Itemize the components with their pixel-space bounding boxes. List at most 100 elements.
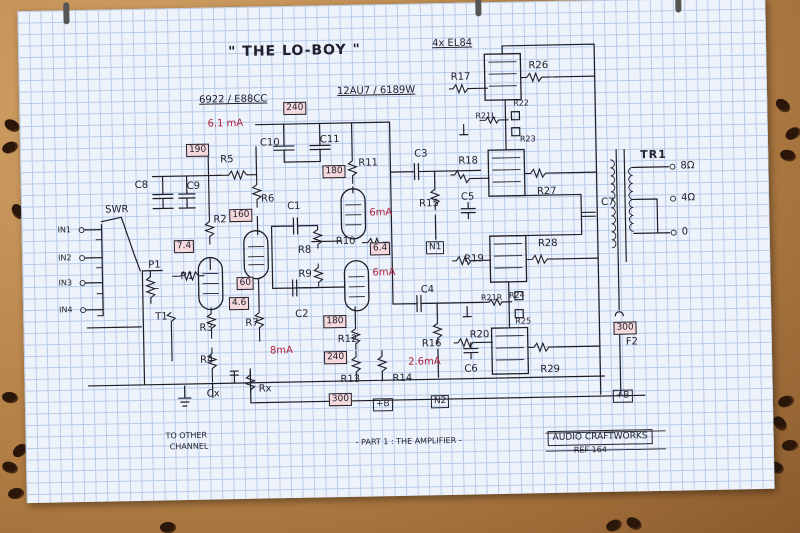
brand-box: AUDIO CRAFTWORKS	[547, 429, 653, 447]
component-label: R18	[458, 155, 479, 167]
tube-label-output: 4x EL84	[431, 37, 473, 50]
input-jacks	[78, 216, 141, 317]
component-label: R7	[245, 317, 259, 329]
voltage-annotation: 180	[323, 314, 347, 329]
component-label: R21R	[480, 292, 503, 303]
current-annotation: 6mA	[369, 207, 393, 219]
component-label: C3	[414, 148, 428, 160]
current-annotation: 6.1 mA	[207, 117, 244, 130]
component-label: C5	[460, 191, 475, 203]
current-annotation: 8mA	[269, 344, 293, 357]
component-label: C11	[319, 134, 340, 146]
component-label: Rx	[258, 383, 272, 395]
voltage-annotation: 60	[236, 276, 255, 291]
component-label: R8	[297, 244, 312, 256]
input-jack-label: IN3	[58, 278, 73, 288]
other-channel-note: TO OTHER	[165, 430, 208, 441]
component-label: C9	[186, 180, 201, 193]
component-label: R25	[515, 316, 532, 326]
voltage-annotation: 240	[323, 350, 348, 365]
current-annotation: 2.6mA	[408, 356, 441, 368]
component-label: R9	[298, 268, 312, 280]
component-label: R5	[220, 154, 234, 166]
component-label: R15	[419, 198, 439, 210]
component-label: R24	[508, 290, 525, 300]
voltage-annotation: 300	[613, 321, 637, 335]
voltage-annotation: 160	[229, 208, 253, 223]
coffee-bean	[781, 439, 799, 452]
component-label: R2	[213, 214, 227, 226]
voltage-annotation: 300	[328, 392, 353, 407]
node-label: N1	[425, 241, 445, 255]
input-jack-label: IN4	[59, 305, 73, 315]
component-label: R22	[513, 98, 530, 108]
component-label: C6	[464, 363, 478, 375]
voltage-annotation: 7.4	[173, 239, 195, 254]
reference-number: REF 164	[573, 444, 607, 455]
graph-paper-sheet: " THE LO-BOY " 6922 / E88CC 12AU7 / 6189…	[17, 0, 775, 504]
component-label: R26	[528, 60, 549, 72]
node-label: +B	[372, 398, 393, 412]
coffee-bean	[604, 517, 624, 533]
voltage-annotation: 4.6	[228, 296, 250, 311]
component-label: R21L	[475, 111, 496, 121]
coffee-bean	[1, 390, 19, 405]
output-tap-label: 4Ω	[680, 192, 696, 204]
component-label: R27	[536, 185, 557, 198]
schematic-title: " THE LO-BOY "	[228, 41, 361, 61]
component-label: C1	[287, 200, 301, 213]
coffee-bean	[0, 139, 20, 156]
node-label: N2	[430, 395, 450, 409]
coffee-bean	[624, 514, 644, 533]
component-label: R29	[540, 363, 561, 376]
current-annotation: 6.4	[369, 242, 391, 256]
coffee-bean	[776, 394, 796, 409]
component-label: T1	[155, 311, 168, 323]
component-label: C4	[420, 284, 435, 296]
voltage-annotation: 240	[283, 101, 307, 116]
component-label: Cx	[206, 388, 220, 400]
component-label: R28	[537, 237, 558, 250]
transformer-label: TR1	[640, 147, 667, 162]
component-label: R4	[199, 354, 214, 366]
other-channel-note: CHANNEL	[169, 441, 209, 452]
component-label: C2	[295, 308, 309, 320]
component-label: C8	[134, 179, 149, 192]
component-label: R23	[519, 134, 536, 144]
coffee-bean	[160, 522, 176, 533]
component-label: R20	[469, 329, 490, 341]
component-label: R19	[464, 253, 484, 265]
input-jack-label: IN2	[58, 253, 72, 263]
node-label: +B	[612, 389, 633, 403]
coffee-bean	[783, 124, 800, 143]
component-label: R13	[340, 373, 361, 386]
voltage-annotation: 180	[322, 164, 346, 179]
output-tap-label: 8Ω	[680, 160, 695, 172]
component-label: C7	[601, 196, 615, 209]
tube-label-input: 6922 / E88CC	[198, 93, 268, 106]
component-label: P1	[148, 259, 161, 271]
coffee-bean	[773, 96, 793, 115]
component-label: R1	[180, 270, 194, 283]
component-label: R10	[335, 235, 356, 248]
coffee-bean	[778, 148, 798, 163]
component-label: R12	[337, 333, 358, 346]
component-label: R16	[421, 338, 442, 350]
component-label: R6	[260, 193, 275, 205]
voltage-annotation: 190	[185, 143, 210, 158]
component-label: R17	[450, 71, 471, 83]
coffee-bean	[7, 486, 25, 501]
schematic-drawing	[78, 43, 677, 452]
coffee-bean	[0, 459, 20, 476]
component-label: R11	[358, 157, 379, 169]
component-label: C10	[259, 137, 280, 149]
selector-switch-label: SWR	[105, 204, 129, 216]
component-label: R14	[392, 372, 413, 385]
component-label: R3	[199, 322, 213, 334]
component-label: F2	[625, 336, 639, 348]
tube-label-driver: 12AU7 / 6189W	[336, 84, 416, 98]
input-jack-label: IN1	[57, 225, 72, 235]
current-annotation: 6mA	[372, 267, 396, 279]
output-tap-label: 0	[681, 226, 689, 238]
